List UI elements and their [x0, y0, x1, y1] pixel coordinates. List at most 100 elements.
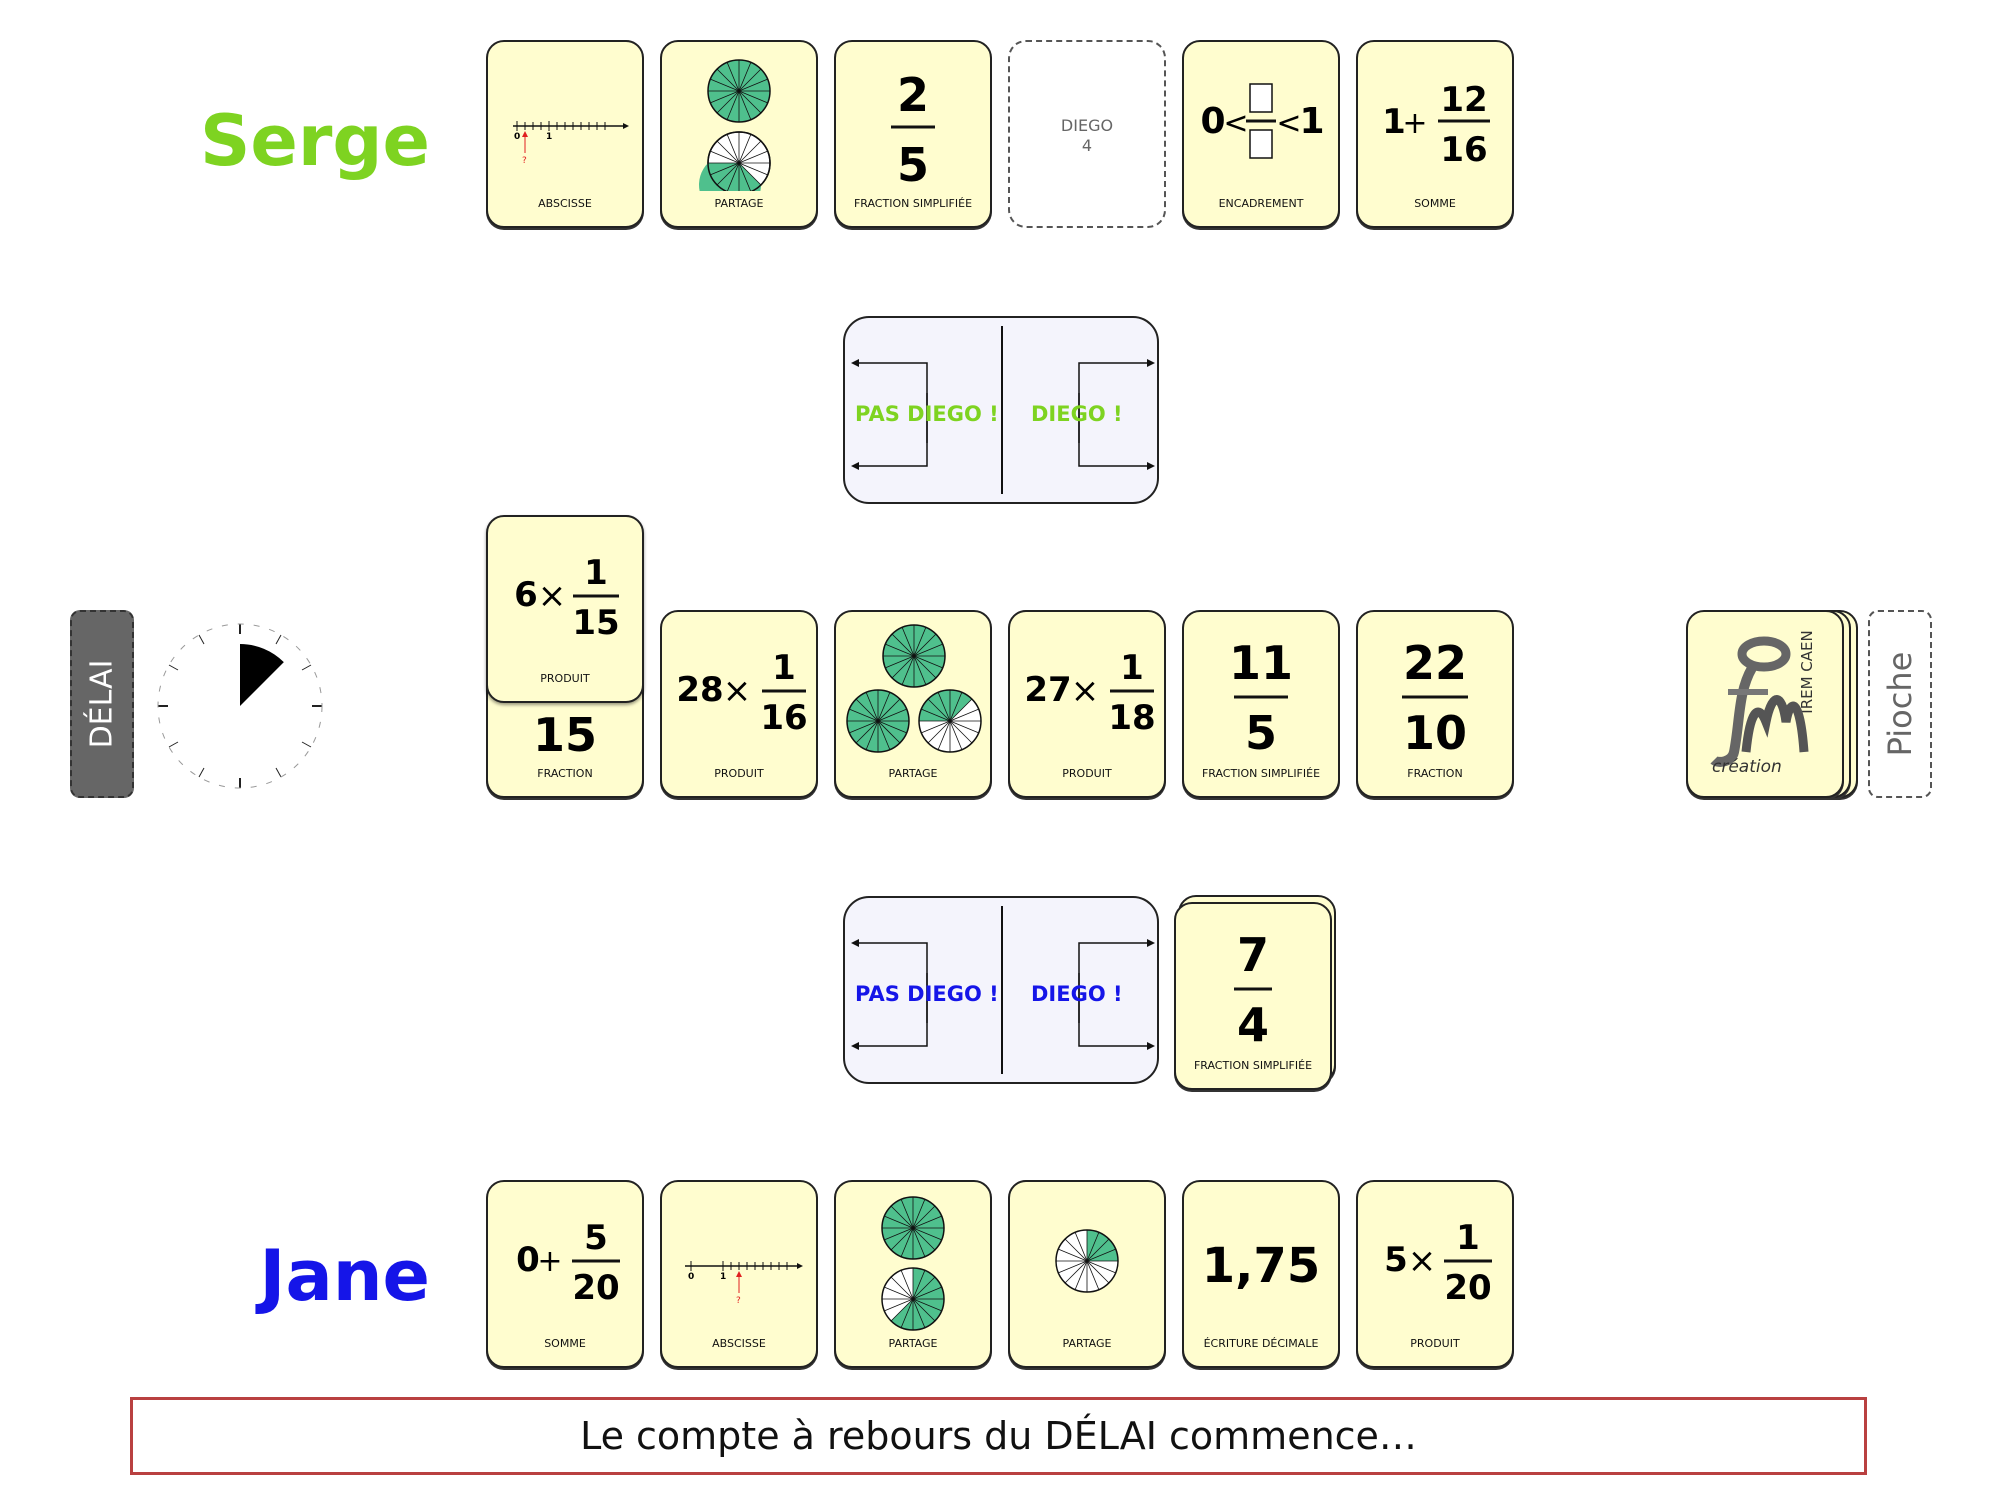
- svg-text:1: 1: [1456, 1218, 1480, 1258]
- bottom-hand-card-ecriture-decimale[interactable]: 1,75 ÉCRITURE DÉCIMALE: [1182, 1180, 1340, 1368]
- svg-text:16: 16: [760, 698, 807, 738]
- card-label: ABSCISSE: [538, 197, 592, 210]
- somme-display: 1 + 12 16: [1382, 80, 1490, 170]
- svg-text:1: 1: [772, 648, 796, 688]
- svg-text:×: ×: [723, 671, 752, 711]
- svg-text:IREM CAEN: IREM CAEN: [1798, 630, 1816, 713]
- svg-text:15: 15: [572, 603, 619, 643]
- card-label: SOMME: [1414, 197, 1456, 210]
- placeholder-line-1: DIEGO: [1060, 116, 1114, 135]
- card-label: FRACTION SIMPLIFIÉE: [1193, 1059, 1313, 1072]
- svg-text:?: ?: [736, 1296, 741, 1306]
- somme-display: 0 + 5 20: [516, 1218, 620, 1308]
- pas-diego-button[interactable]: PAS DIEGO !: [855, 982, 999, 1006]
- card-label: ABSCISSE: [712, 1337, 766, 1350]
- svg-text:4: 4: [1237, 998, 1269, 1052]
- svg-text:+: +: [537, 1244, 562, 1279]
- bottom-hand-card-somme[interactable]: 0 + 5 20 SOMME: [486, 1180, 644, 1368]
- svg-text:7: 7: [1237, 928, 1269, 982]
- player-name-serge: Serge: [200, 100, 430, 182]
- produit-display: 6 × 1 15: [514, 553, 620, 643]
- svg-text:22: 22: [1403, 636, 1467, 690]
- card-label: FRACTION: [537, 767, 593, 780]
- svg-text:<: <: [1276, 106, 1301, 141]
- svg-text:+: +: [1402, 106, 1427, 141]
- card-label: PARTAGE: [1062, 1337, 1112, 1350]
- countdown-timer: [157, 623, 323, 789]
- card-label: ÉCRITURE DÉCIMALE: [1203, 1337, 1319, 1350]
- pioche-label: Pioche: [1881, 651, 1919, 757]
- svg-text:1: 1: [1382, 102, 1406, 142]
- svg-text:1: 1: [546, 132, 552, 142]
- card-label: FRACTION SIMPLIFIÉE: [853, 197, 973, 210]
- top-hand-card-partage[interactable]: PARTAGE: [660, 40, 818, 228]
- center-card-produit-27[interactable]: 27 × 1 18 PRODUIT: [1008, 610, 1166, 798]
- svg-text:×: ×: [1071, 671, 1100, 711]
- svg-text:0: 0: [516, 1240, 540, 1280]
- discard-pile[interactable]: 7 4 FRACTION SIMPLIFIÉE: [1174, 902, 1332, 1090]
- fraction-wheels-icon: [846, 624, 982, 753]
- decision-panel-jane[interactable]: PAS DIEGO ! DIEGO !: [843, 896, 1159, 1084]
- arrows-icon: [851, 359, 1155, 470]
- timer-wedge: [240, 644, 284, 706]
- bottom-hand-card-produit[interactable]: 5 × 1 20 PRODUIT: [1356, 1180, 1514, 1368]
- svg-text:1: 1: [720, 1272, 726, 1282]
- placeholder-line-2: 4: [1081, 136, 1093, 155]
- svg-text:0: 0: [688, 1272, 694, 1282]
- svg-text:création: création: [1712, 757, 1782, 777]
- svg-text:0: 0: [514, 132, 520, 142]
- diego-button[interactable]: DIEGO !: [1031, 982, 1123, 1006]
- fraction-wheel-icon: [1055, 1229, 1119, 1293]
- svg-text:0: 0: [1200, 101, 1225, 142]
- irem-logo-icon: IREM CAEN création: [1710, 630, 1816, 777]
- card-label: PRODUIT: [1062, 767, 1112, 780]
- svg-text:28: 28: [676, 670, 723, 710]
- svg-text:5: 5: [584, 1218, 608, 1258]
- svg-text:1: 1: [584, 553, 608, 593]
- diego-button[interactable]: DIEGO !: [1031, 402, 1123, 426]
- card-label: PARTAGE: [714, 197, 764, 210]
- arrows-icon: [851, 939, 1155, 1050]
- svg-text:20: 20: [1444, 1268, 1491, 1308]
- divider: [1001, 326, 1003, 494]
- top-hand-card-abscisse[interactable]: 0 1 ? ABSCISSE: [486, 40, 644, 228]
- svg-text:1: 1: [1299, 101, 1324, 142]
- player-name-jane: Jane: [259, 1235, 430, 1317]
- card-label: FRACTION: [1407, 767, 1463, 780]
- center-card-produit-28[interactable]: 28 × 1 16 PRODUIT: [660, 610, 818, 798]
- status-message: Le compte à rebours du DÉLAI commence…: [130, 1397, 1867, 1475]
- svg-text:20: 20: [572, 1268, 619, 1308]
- center-card-partage[interactable]: PARTAGE: [834, 610, 992, 798]
- svg-text:1: 1: [1120, 648, 1144, 688]
- top-hand-card-encadrement[interactable]: 0 < < 1 ENCADREMENT: [1182, 40, 1340, 228]
- delai-button[interactable]: DÉLAI: [70, 610, 134, 798]
- svg-text:5: 5: [897, 138, 929, 191]
- fraction-display: 22 10: [1402, 636, 1468, 760]
- svg-text:×: ×: [538, 576, 567, 616]
- bottom-hand-card-partage-1[interactable]: PARTAGE: [834, 1180, 992, 1368]
- produit-display: 28 × 1 16: [676, 648, 807, 738]
- bottom-hand-card-abscisse[interactable]: 0 1 ? ABSCISSE: [660, 1180, 818, 1368]
- svg-text:×: ×: [1408, 1241, 1437, 1281]
- center-card-fraction[interactable]: 22 10 FRACTION: [1356, 610, 1514, 798]
- svg-text:11: 11: [1229, 636, 1293, 690]
- card-label: ENCADREMENT: [1218, 197, 1304, 210]
- decision-panel-serge[interactable]: PAS DIEGO ! DIEGO !: [843, 316, 1159, 504]
- encadrement-display: 0 < < 1: [1200, 83, 1325, 159]
- center-card-fraction-simplifiee[interactable]: 11 5 FRACTION SIMPLIFIÉE: [1182, 610, 1340, 798]
- top-hand-card-fraction-simplifiee[interactable]: 2 5 FRACTION SIMPLIFIÉE: [834, 40, 992, 228]
- bottom-hand-card-partage-2[interactable]: PARTAGE: [1008, 1180, 1166, 1368]
- top-hand-card-somme[interactable]: 1 + 12 16 SOMME: [1356, 40, 1514, 228]
- svg-text:2: 2: [897, 68, 929, 122]
- center-card-produit-6[interactable]: 6 × 1 15 PRODUIT: [486, 515, 644, 703]
- top-hand-card-placeholder[interactable]: DIEGO 4: [1008, 40, 1166, 228]
- pas-diego-button[interactable]: PAS DIEGO !: [855, 402, 999, 426]
- card-label: FRACTION SIMPLIFIÉE: [1201, 767, 1321, 780]
- svg-text:12: 12: [1440, 80, 1487, 120]
- svg-text:?: ?: [522, 156, 527, 166]
- pioche-button[interactable]: Pioche: [1868, 610, 1932, 798]
- deck-stack[interactable]: IREM CAEN création: [1686, 610, 1844, 798]
- fraction-display: 2 5: [891, 68, 935, 191]
- card-label: SOMME: [544, 1337, 586, 1350]
- card-label: PARTAGE: [888, 1337, 938, 1350]
